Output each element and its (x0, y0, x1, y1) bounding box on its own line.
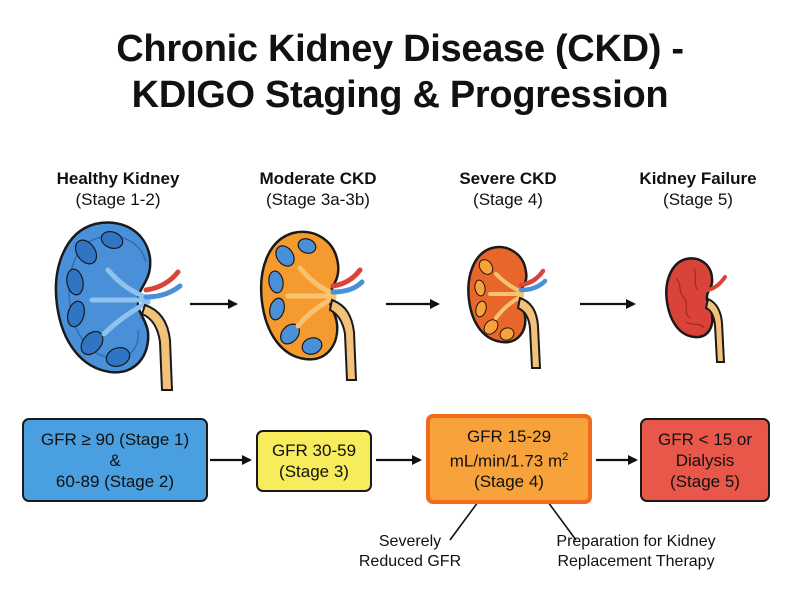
gfr-box-line: GFR 30-59 (271, 441, 357, 460)
stage-sub: (Stage 4) (473, 190, 543, 209)
note-line: Severely (378, 533, 442, 550)
gfr-box-line: (Stage 5) (670, 471, 740, 491)
stage-header-moderate: Moderate CKD (Stage 3a-3b) (228, 168, 408, 210)
stage-name: Healthy Kidney (56, 169, 180, 188)
note-line: Reduced GFR (358, 553, 462, 570)
stage-name: Severe CKD (459, 169, 557, 188)
note-severely-reduced-gfr: Severely Reduced GFR (350, 532, 470, 572)
stage-name: Moderate CKD (259, 169, 377, 188)
kidney-icon-severe (467, 245, 548, 369)
kidney-icon-moderate (259, 230, 365, 381)
gfr-box-line: (Stage 4) (474, 472, 544, 492)
note-line: Preparation for Kidney (556, 533, 716, 550)
stage-header-severe: Severe CKD (Stage 4) (418, 168, 598, 210)
note-replacement-therapy: Preparation for Kidney Replacement Thera… (538, 532, 734, 572)
note-connector (547, 501, 577, 541)
gfr-box-stage-3: GFR 30-59 (Stage 3) (256, 430, 372, 492)
note-connector (449, 501, 479, 541)
gfr-box-line: mL/min/1.73 m2 (450, 447, 569, 472)
gfr-box-line: GFR 15-29 (466, 426, 552, 446)
gfr-unit: mL/min/1.73 m (449, 451, 563, 471)
stage-header-failure: Kidney Failure (Stage 5) (608, 168, 788, 210)
note-line: Replacement Therapy (557, 553, 715, 570)
kidney-icon-failure (665, 257, 727, 363)
gfr-box-line: (Stage 3) (279, 462, 349, 481)
stage-name: Kidney Failure (639, 169, 757, 188)
stage-header-healthy: Healthy Kidney (Stage 1-2) (28, 168, 208, 210)
stage-sub: (Stage 3a-3b) (266, 190, 370, 209)
gfr-box-stage-4: GFR 15-29 mL/min/1.73 m2 (Stage 4) (426, 414, 592, 504)
stage-sub: (Stage 5) (663, 190, 733, 209)
gfr-box-stage-1-2: GFR ≥ 90 (Stage 1) & 60-89 (Stage 2) (22, 418, 208, 502)
gfr-box-line: 60-89 (Stage 2) (55, 471, 175, 491)
gfr-box-stage-5: GFR < 15 or Dialysis (Stage 5) (640, 418, 770, 502)
page-title: Chronic Kidney Disease (CKD) - KDIGO Sta… (0, 26, 800, 118)
kidney-icon-healthy (54, 221, 183, 391)
title-line-2: KDIGO Staging & Progression (131, 74, 669, 116)
gfr-box-line: GFR < 15 or (657, 429, 752, 449)
gfr-box-line: GFR ≥ 90 (Stage 1) (40, 429, 190, 449)
title-line-1: Chronic Kidney Disease (CKD) - (116, 28, 684, 70)
gfr-box-line: Dialysis (675, 450, 735, 470)
stage-sub: (Stage 1-2) (75, 190, 161, 209)
gfr-box-line: & (109, 450, 121, 470)
gfr-unit-exponent: 2 (562, 450, 569, 463)
